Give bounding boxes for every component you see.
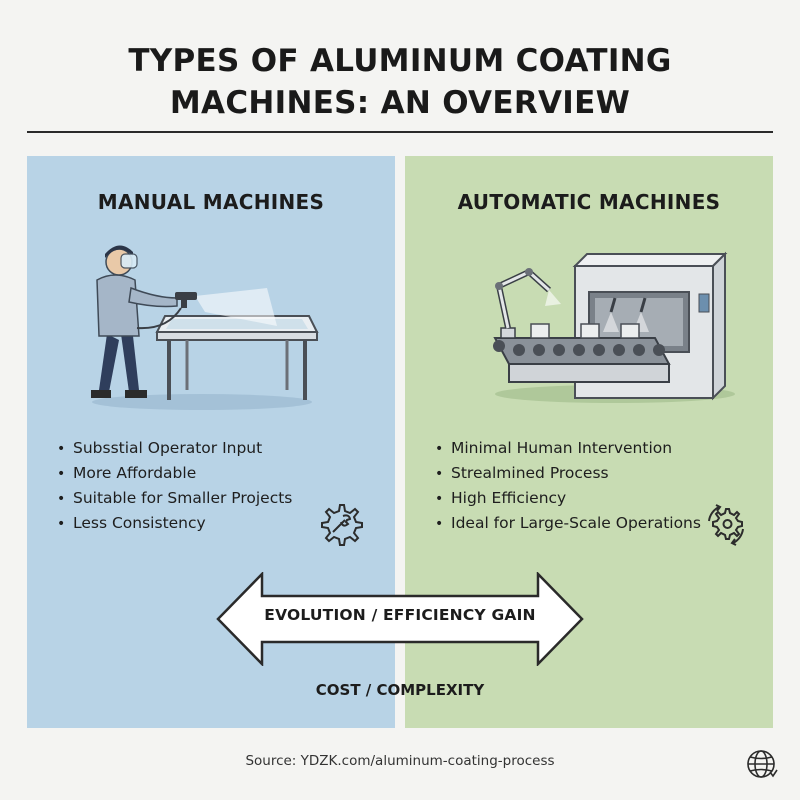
list-item: •Ideal for Large-Scale Operations (435, 514, 701, 532)
source-text: Source: YDZK.com/aluminum-coating-proces… (245, 753, 555, 769)
title-line-1: TYPES OF ALUMINUM COATING (128, 43, 672, 79)
list-item: •Subsstial Operator Input (57, 439, 263, 457)
manual-heading: MANUAL MACHINES (97, 190, 325, 214)
automatic-heading: AUTOMATIC MACHINES (457, 190, 721, 214)
list-item: •Strealmined Process (435, 464, 609, 482)
double-arrow-icon (216, 572, 584, 666)
list-item: •Minimal Human Intervention (435, 439, 673, 457)
automatic-bullet-2: Strealmined Process (451, 464, 609, 482)
list-item: •Less Consistency (57, 514, 206, 532)
page-title: TYPES OF ALUMINUM COATING MACHINES: AN O… (0, 40, 800, 124)
automatic-bullet-4: Ideal for Large-Scale Operations (451, 514, 701, 532)
manual-bullet-3: Suitable for Smaller Projects (73, 489, 293, 507)
cost-complexity-label: COST / COMPLEXITY (315, 681, 485, 699)
automatic-bullet-1: Minimal Human Intervention (451, 439, 673, 457)
manual-bullet-2: More Affordable (73, 464, 197, 482)
manual-bullet-4: Less Consistency (73, 514, 206, 532)
robotic-conveyor-machine-icon (493, 251, 735, 403)
manual-bullet-list: •Subsstial Operator Input •More Affordab… (57, 436, 292, 536)
globe-icon (747, 750, 778, 778)
automatic-bullet-3: High Efficiency (451, 489, 567, 507)
gear-cycle-icon (708, 504, 744, 546)
list-item: •High Efficiency (435, 489, 567, 507)
manual-bullet-1: Subsstial Operator Input (73, 439, 263, 457)
worker-spray-gun-icon (91, 245, 319, 410)
list-item: •More Affordable (57, 464, 197, 482)
arrow-label: EVOLUTION / EFFICIENCY GAIN (264, 606, 536, 624)
automatic-machines-panel: AUTOMATIC MACHINES (405, 156, 773, 728)
list-item: •Suitable for Smaller Projects (57, 489, 293, 507)
title-line-2: MACHINES: AN OVERVIEW (169, 85, 631, 121)
title-divider (27, 131, 773, 133)
manual-machines-panel: MANUAL MACHINES •Subsstial Operator Inpu (27, 156, 395, 728)
automatic-bullet-list: •Minimal Human Intervention •Strealmined… (435, 436, 701, 536)
wrench-gear-icon (321, 504, 363, 546)
